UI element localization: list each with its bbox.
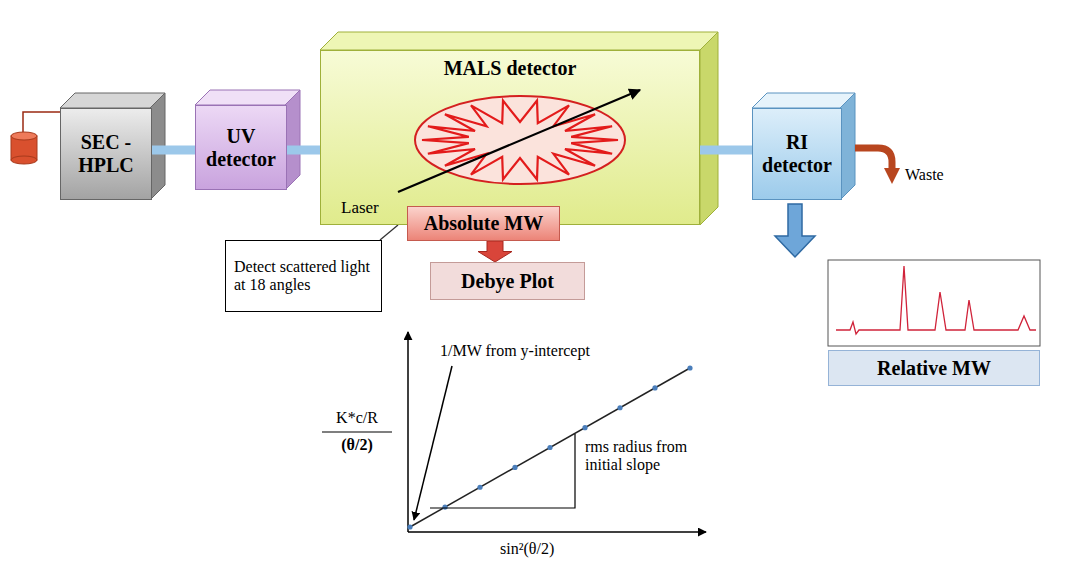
chromatogram-frame — [828, 260, 1040, 346]
mals-side-face — [700, 32, 718, 225]
data-point — [652, 385, 657, 390]
ri-top-face — [752, 93, 855, 108]
instrument-box: SEC -HPLC — [60, 108, 152, 200]
result-box: Debye Plot — [430, 262, 585, 300]
reservoir-top — [11, 132, 37, 140]
data-point — [512, 465, 517, 470]
sec-top-face — [60, 93, 165, 108]
data-point — [442, 505, 447, 510]
inlet-tube — [23, 112, 60, 134]
ri-side-face — [840, 93, 855, 200]
callout-box: Detect scattered light at 18 angles — [225, 240, 382, 312]
data-point — [547, 445, 552, 450]
mals-top-face — [320, 32, 718, 50]
box-title: RI detector — [757, 131, 837, 177]
data-point — [477, 485, 482, 490]
detector-box: RI detector — [752, 108, 842, 200]
annotation: rms radius from initial slope — [585, 438, 715, 475]
box-title: MALS detector — [444, 57, 577, 80]
annotation: 1/MW from y-intercept — [440, 342, 590, 360]
uv-top-face — [195, 90, 300, 105]
y-axis — [407, 332, 409, 532]
box-title: SEC -HPLC — [65, 131, 147, 177]
flow-arrow — [478, 241, 512, 262]
output-arrow — [775, 204, 815, 257]
axis-label: sin²(θ/2) — [500, 540, 554, 558]
fraction-bar — [322, 431, 392, 432]
result-box: Relative MW — [828, 350, 1040, 386]
waste-arrow — [855, 148, 892, 176]
box-note: Laser — [341, 198, 379, 218]
box-title: Debye Plot — [461, 270, 554, 293]
scattered-light — [422, 101, 618, 180]
flow-tube — [152, 146, 195, 155]
uv-side-face — [285, 90, 300, 190]
leader-line — [380, 225, 398, 240]
slope-bracket — [430, 434, 575, 508]
data-point — [687, 365, 692, 370]
outlet-label: Waste — [905, 166, 944, 184]
flow-tube — [700, 146, 752, 155]
reservoir-bottom — [11, 156, 37, 164]
box-title: UV detector — [200, 125, 282, 171]
axis-label: K*c/R — [322, 409, 392, 427]
detector-box: MALS detectorLaser — [320, 50, 700, 225]
box-title: Absolute MW — [424, 212, 543, 235]
x-axis — [408, 531, 706, 533]
intercept-pointer — [414, 366, 452, 520]
axis-label: (θ/2) — [322, 436, 392, 454]
detector-box: UV detector — [195, 105, 287, 190]
scattering-cell — [415, 96, 625, 184]
data-point — [582, 425, 587, 430]
data-point — [617, 405, 622, 410]
box-title: Relative MW — [877, 357, 991, 380]
box-title: Detect scattered light at 18 angles — [234, 258, 373, 295]
chromatogram-trace — [836, 266, 1036, 334]
result-box: Absolute MW — [407, 206, 560, 241]
flow-tube — [287, 146, 320, 155]
laser-beam — [398, 90, 640, 192]
data-point — [407, 524, 412, 529]
